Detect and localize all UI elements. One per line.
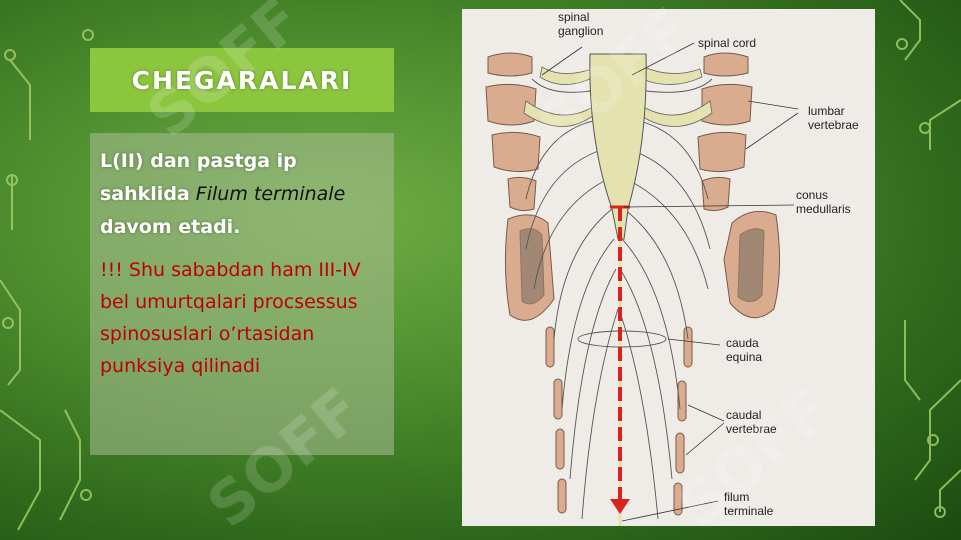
label-filum-2: terminale [724,504,774,518]
label-spinal-cord: spinal cord [698,36,756,50]
cauda-equina-nerves [525,78,713,520]
caudal-vertebrae-shapes [545,326,693,516]
slide-title: CHEGARALARI [131,65,353,95]
paragraph-boundary: L(II) dan pastga ip sahklida Filum termi… [100,145,384,244]
label-conus-2: medullaris [796,202,851,216]
label-conus-1: conus [796,188,828,202]
label-filum-1: filum [724,490,749,504]
puncture-arrow [610,205,630,514]
spinal-ganglia [523,66,713,127]
paragraph-boundary-part2: davom etadi [100,216,234,238]
paragraph-puncture: !!! Shu sababdan ham III-IV bel umurtqal… [100,259,361,377]
paragraph-boundary-end: . [233,216,241,238]
spinal-anatomy-figure: spinal ganglion spinal cord lumbar verte… [462,9,875,526]
lumbar-vertebrae-left [485,52,541,212]
label-cauda-1: cauda [726,336,759,350]
content-box: L(II) dan pastga ip sahklida Filum termi… [90,133,394,455]
label-caudal-1: caudal [726,408,761,422]
title-box: CHEGARALARI [90,48,394,112]
paragraph-boundary-italic: Filum terminale [195,183,346,205]
label-caudal-2: vertebrae [726,422,777,436]
label-spinal-ganglion-2: ganglion [558,24,603,38]
spinal-cord-shape [589,53,647,240]
label-cauda-2: equina [726,350,762,364]
label-lumbar-2: vertebrae [808,118,859,132]
label-spinal-ganglion-1: spinal [558,10,589,24]
paragraph-boundary-part1: L(II) dan pastga ip sahklida [100,150,297,205]
sacrum [504,210,781,321]
label-lumbar-1: lumbar [808,104,845,118]
lumbar-vertebrae-right [697,52,753,212]
